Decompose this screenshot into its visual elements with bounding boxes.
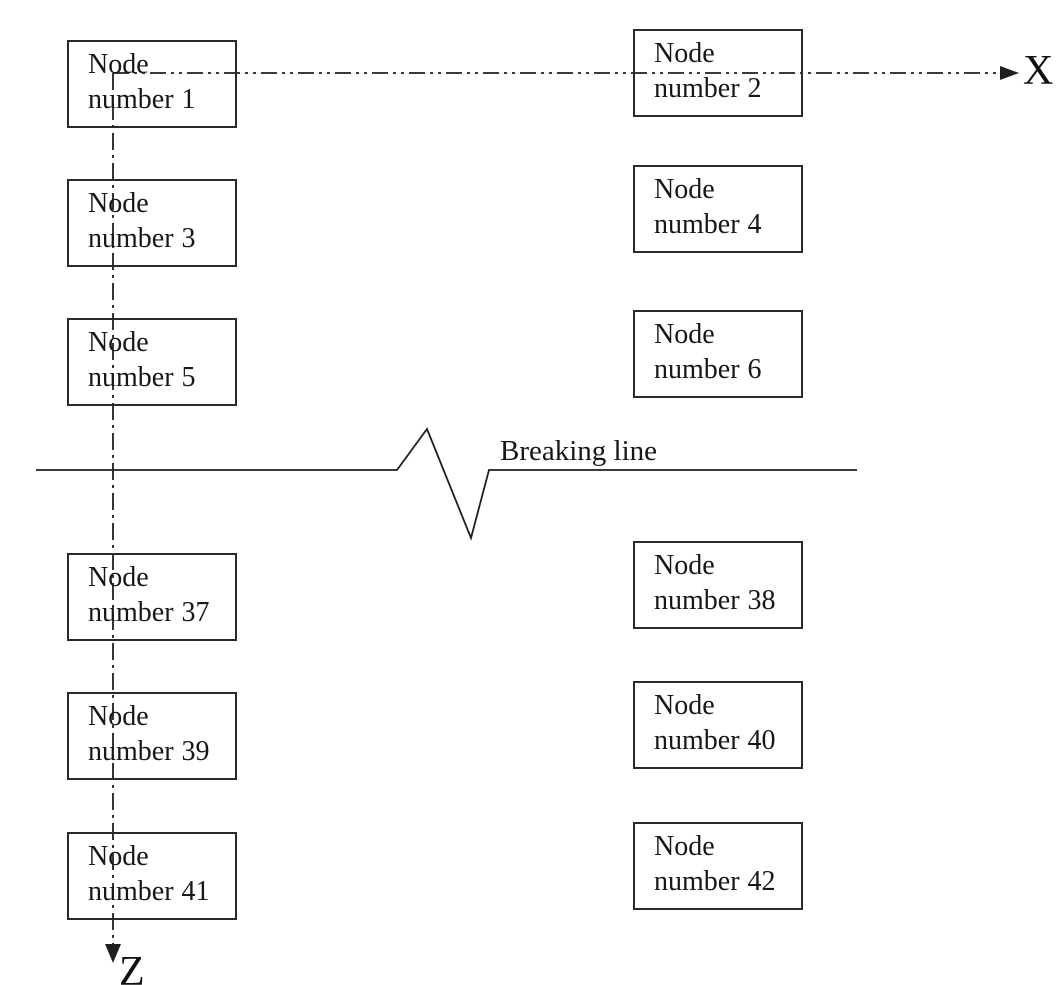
node-box-4: Node number 4	[633, 165, 803, 253]
node-box-42: Node number 42	[633, 822, 803, 910]
node-box-37: Node number 37	[67, 553, 237, 641]
node-box-40: Node number 40	[633, 681, 803, 769]
node-box-5: Node number 5	[67, 318, 237, 406]
breaking-line	[36, 427, 857, 541]
node-box-2: Node number 2	[633, 29, 803, 117]
node-box-39: Node number 39	[67, 692, 237, 780]
node-box-6: Node number 6	[633, 310, 803, 398]
node-box-1: Node number 1	[67, 40, 237, 128]
x-axis-arrowhead-icon	[1000, 66, 1019, 80]
node-box-41: Node number 41	[67, 832, 237, 920]
x-axis-label: X	[1023, 48, 1054, 94]
node-box-3: Node number 3	[67, 179, 237, 267]
breaking-line-label: Breaking line	[500, 435, 658, 467]
z-axis-arrowhead-icon	[105, 944, 121, 963]
node-box-38: Node number 38	[633, 541, 803, 629]
z-axis-label: Z	[119, 949, 145, 985]
